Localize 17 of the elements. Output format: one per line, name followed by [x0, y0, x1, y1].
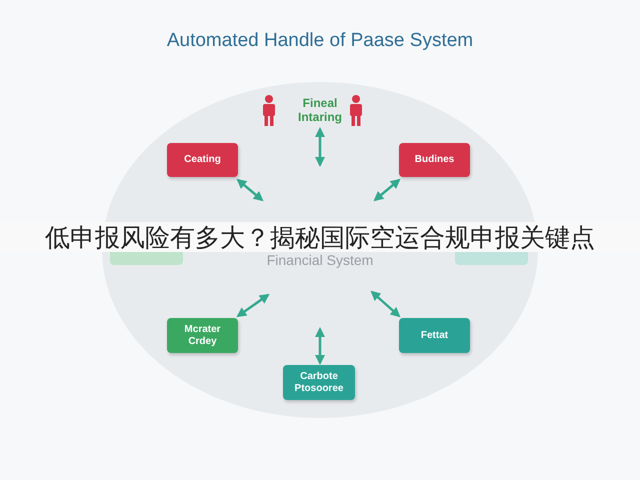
headline-text: 低申报风险有多大？揭秘国际空运合规申报关键点 — [45, 222, 595, 254]
double-arrow — [370, 290, 400, 318]
process-box — [455, 252, 528, 265]
title: Automated Handle of Paase System — [166, 30, 474, 52]
double-arrow — [315, 327, 325, 365]
process-box: Carbote Ptosooree — [283, 365, 355, 400]
process-box: Mcrater Crdey — [167, 318, 238, 353]
center-label: Financial System — [266, 252, 374, 268]
double-arrow — [373, 178, 401, 202]
double-arrow — [315, 127, 325, 167]
process-box — [110, 252, 183, 265]
label-text: Fineal Intaring — [286, 95, 354, 127]
process-box: Fettat — [399, 318, 470, 353]
double-arrow — [236, 294, 270, 318]
process-box: Budines — [399, 143, 470, 177]
process-box: Ceating — [167, 143, 238, 177]
double-arrow — [236, 178, 264, 202]
